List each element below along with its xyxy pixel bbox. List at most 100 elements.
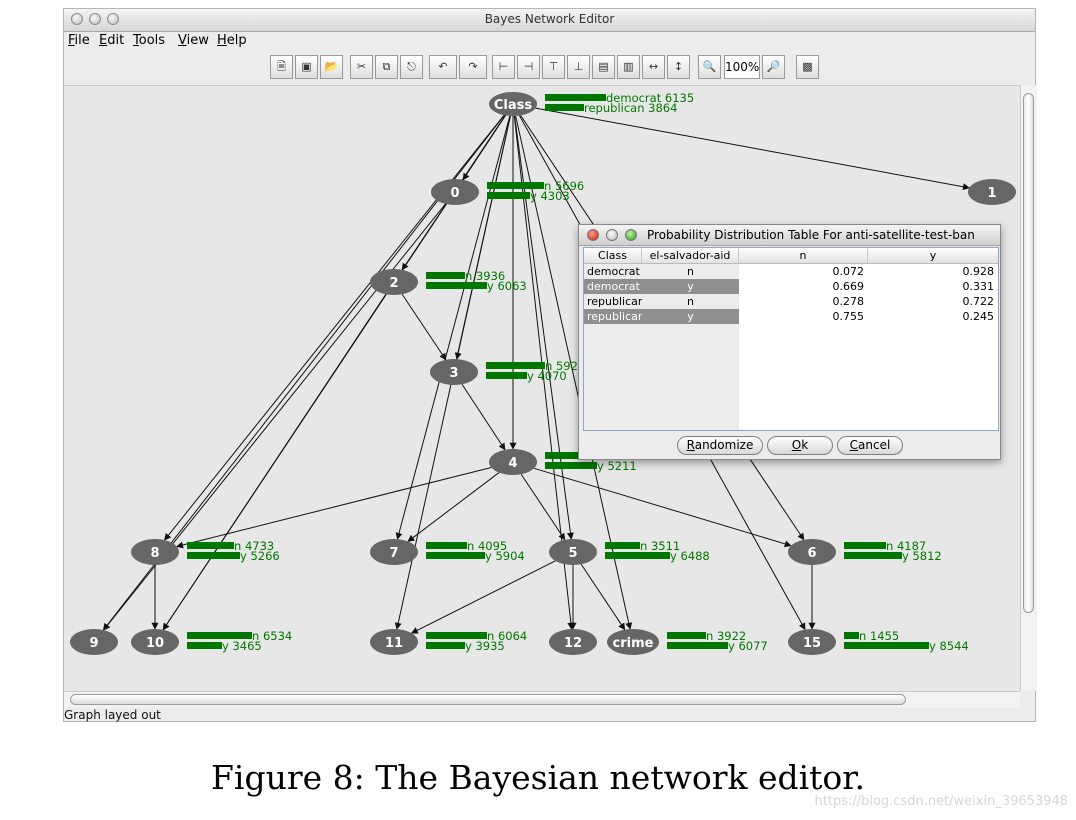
node-9[interactable]: 9 — [70, 629, 118, 655]
header-y[interactable]: y — [929, 249, 937, 262]
horizontal-scrollbar[interactable] — [64, 691, 1020, 708]
node-ellipse[interactable] — [430, 359, 478, 385]
space-vertical-icon[interactable]: ↕ — [667, 55, 690, 79]
node-ellipse[interactable] — [431, 179, 479, 205]
dialog-zoom-icon[interactable] — [625, 229, 637, 241]
menu-help[interactable]: Help — [217, 33, 247, 48]
center-horizontal-icon[interactable]: ▤ — [592, 55, 615, 79]
node-ellipse[interactable] — [968, 179, 1016, 205]
open-icon[interactable]: 📂 — [320, 55, 343, 79]
zoom-level-field[interactable]: 100% — [724, 55, 760, 79]
cell-class[interactable]: republican — [584, 309, 642, 324]
node-ellipse[interactable] — [370, 539, 418, 565]
center-vertical-icon[interactable]: ▥ — [617, 55, 640, 79]
redo-icon[interactable]: ↷ — [459, 55, 487, 79]
node-ellipse[interactable] — [549, 539, 597, 565]
zoom-out-icon[interactable]: 🔎 — [762, 55, 785, 79]
cell-prob-y[interactable]: 0.722 — [962, 295, 995, 308]
cell-class[interactable]: democrat — [584, 279, 642, 294]
cell-parent-value[interactable]: y — [642, 309, 739, 324]
node-ellipse[interactable] — [489, 449, 537, 475]
paste-icon[interactable]: ⎋ — [400, 55, 423, 79]
node-ellipse[interactable] — [607, 629, 659, 655]
cell-class[interactable]: democrat — [587, 265, 640, 278]
node-4[interactable]: 4n y 5211 — [489, 449, 637, 475]
node-label: 2 — [389, 276, 398, 291]
copy-icon[interactable]: ⧉ — [375, 55, 398, 79]
node-ellipse[interactable] — [788, 629, 836, 655]
zoom-window-icon[interactable] — [107, 13, 119, 25]
menu-edit[interactable]: Edit — [99, 33, 125, 48]
cell-prob-y[interactable]: 0.928 — [962, 265, 995, 278]
cell-prob-n[interactable]: 0.278 — [832, 295, 865, 308]
node-ellipse[interactable] — [549, 629, 597, 655]
align-left-icon[interactable]: ⊢ — [492, 55, 515, 79]
node-ellipse[interactable] — [131, 629, 179, 655]
align-right-icon[interactable]: ⊣ — [517, 55, 540, 79]
cell-class[interactable]: republican — [587, 295, 642, 308]
node-1[interactable]: 1 — [968, 179, 1016, 205]
cell-parent-value[interactable]: n — [687, 265, 694, 278]
minimize-window-icon[interactable] — [89, 13, 101, 25]
cell-prob-y[interactable]: 0.331 — [962, 280, 995, 293]
node-ellipse[interactable] — [370, 629, 418, 655]
node-ellipse[interactable] — [489, 92, 537, 116]
cell-prob-n[interactable]: 0.072 — [832, 265, 865, 278]
save-icon[interactable]: ▣ — [295, 55, 318, 79]
header-el-salvador-aid[interactable]: el-salvador-aid — [642, 248, 739, 263]
layout-icon[interactable]: ▩ — [796, 55, 819, 79]
cell-prob-n[interactable]: 0.755 — [832, 310, 865, 323]
table-row[interactable]: democrat n 0.072 0.928 — [584, 264, 998, 279]
table-row[interactable]: republican n 0.278 0.722 — [584, 294, 998, 309]
align-top-icon[interactable]: ⊤ — [542, 55, 565, 79]
new-file-icon[interactable]: 🗎 — [270, 55, 293, 79]
node-ellipse[interactable] — [788, 539, 836, 565]
cell-prob-y[interactable]: 0.245 — [962, 310, 995, 323]
dialog-close-icon[interactable] — [587, 229, 599, 241]
close-window-icon[interactable] — [71, 13, 83, 25]
align-bottom-icon[interactable]: ⊥ — [567, 55, 590, 79]
dialog-titlebar[interactable]: Probability Distribution Table For anti-… — [579, 225, 1000, 246]
edge-5-to-11 — [410, 560, 556, 634]
dialog-minimize-icon[interactable] — [606, 229, 618, 241]
menu-view[interactable]: View — [178, 33, 209, 48]
node-ellipse[interactable] — [70, 629, 118, 655]
header-class[interactable]: Class — [584, 248, 642, 263]
cell-prob-n[interactable]: 0.669 — [832, 280, 865, 293]
space-horizontal-icon[interactable]: ↔ — [642, 55, 665, 79]
randomize-button[interactable]: Randomize — [677, 436, 763, 455]
vertical-scrollbar[interactable] — [1020, 85, 1037, 691]
cut-icon[interactable]: ✂ — [350, 55, 373, 79]
node-ellipse[interactable] — [131, 539, 179, 565]
vertical-scroll-thumb[interactable] — [1023, 93, 1034, 613]
cell-parent-value[interactable]: y — [642, 279, 739, 294]
menu-file[interactable]: File — [68, 33, 90, 48]
menu-tools[interactable]: Tools — [133, 33, 166, 48]
node-ellipse[interactable] — [370, 269, 418, 295]
ok-button[interactable]: Ok — [767, 436, 833, 455]
horizontal-scroll-thumb[interactable] — [70, 694, 906, 705]
node-12[interactable]: 12 — [549, 629, 597, 655]
header-n[interactable]: n — [739, 248, 868, 263]
cancel-button[interactable]: Cancel — [837, 436, 903, 455]
undo-icon[interactable]: ↶ — [429, 55, 457, 79]
cell-parent-value[interactable]: n — [687, 295, 694, 308]
window-titlebar[interactable]: Bayes Network Editor — [64, 9, 1035, 32]
zoom-in-icon[interactable]: 🔍 — [698, 55, 721, 79]
